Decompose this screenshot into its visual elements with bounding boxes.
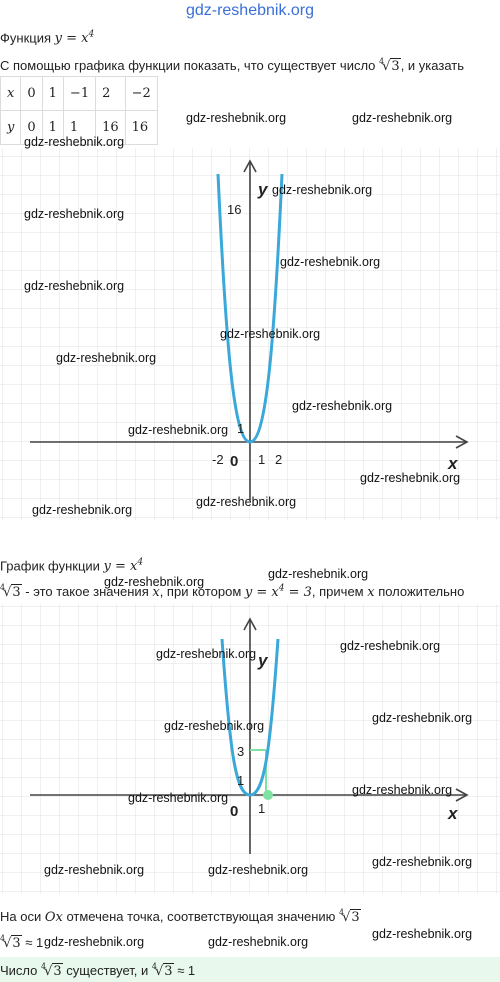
table-cell: 16	[124, 110, 158, 145]
watermark: gdz-reshebnik.org	[24, 207, 125, 221]
table-cell: −1	[62, 76, 97, 111]
watermark: gdz-reshebnik.org	[186, 111, 287, 125]
y-axis-arrow	[243, 159, 257, 173]
origin-label: 0	[230, 803, 238, 820]
watermark: gdz-reshebnik.org	[24, 135, 125, 149]
watermark: gdz-reshebnik.org	[268, 567, 369, 581]
table-cell: 2	[95, 76, 126, 111]
watermark: gdz-reshebnik.org	[220, 327, 321, 341]
watermark: gdz-reshebnik.org	[156, 647, 257, 661]
watermark: gdz-reshebnik.org	[352, 783, 453, 797]
table-header-x: x	[0, 76, 22, 111]
y-axis-arrow	[243, 617, 257, 631]
y-axis-label: y	[257, 651, 269, 670]
watermark: gdz-reshebnik.org	[24, 279, 125, 293]
watermark: gdz-reshebnik.org	[44, 935, 145, 949]
watermark: gdz-reshebnik.org	[128, 423, 229, 437]
y-axis-label: y	[257, 180, 269, 199]
answer-text: Число 4√3 существует, и 4√3 ≈ 1	[0, 962, 196, 979]
watermark: gdz-reshebnik.org	[56, 351, 157, 365]
x-axis-label: x	[447, 804, 459, 823]
x-axis-arrow	[455, 788, 469, 802]
watermark: gdz-reshebnik.org	[280, 255, 381, 269]
graph-2: x y 0 1 1 3	[0, 604, 500, 894]
y-tick-label: 16	[227, 202, 241, 217]
curve-x4	[216, 173, 284, 444]
watermark: gdz-reshebnik.org	[164, 719, 265, 733]
x-tick-label: 1	[258, 452, 265, 467]
watermark: gdz-reshebnik.org	[360, 471, 461, 485]
watermark: gdz-reshebnik.org	[340, 639, 441, 653]
x-tick-label: -2	[212, 452, 224, 467]
watermark: gdz-reshebnik.org	[272, 183, 373, 197]
section2-title: График функции y = x4	[0, 558, 144, 575]
table-cell: 0	[20, 76, 43, 111]
table-cell: 1	[62, 110, 97, 145]
x-tick-label: 2	[275, 452, 282, 467]
curve-x4	[220, 638, 280, 797]
watermark: gdz-reshebnik.org	[292, 399, 393, 413]
graph-1: x y -2 0 1 2 1 16	[0, 148, 500, 520]
table-row: x 0 1 −1 2 −2	[0, 76, 158, 111]
values-table: x 0 1 −1 2 −2 y 0 1 1 16 16	[0, 76, 158, 145]
approx-text: 4√3 ≈ 1	[0, 934, 44, 951]
definition-text: 4√3 - это такое значения x, при котором …	[0, 583, 465, 600]
x-tick-label: 1	[258, 801, 265, 816]
table-header-y: y	[0, 110, 22, 145]
watermark: gdz-reshebnik.org	[44, 863, 145, 877]
watermark: gdz-reshebnik.org	[372, 927, 473, 941]
watermark: gdz-reshebnik.org	[208, 863, 309, 877]
watermark: gdz-reshebnik.org	[372, 855, 473, 869]
x-axis-label: x	[447, 454, 459, 473]
watermark: gdz-reshebnik.org	[128, 791, 229, 805]
table-cell: 1	[41, 76, 64, 111]
axis-point-text: На оси Ox отмечена точка, соответствующа…	[0, 908, 361, 925]
function-title: Функция y = x4	[0, 30, 95, 47]
table-cell: −2	[124, 76, 158, 111]
table-row: y 0 1 1 16 16	[0, 110, 158, 145]
y-tick-label: 3	[237, 744, 244, 759]
watermark: gdz-reshebnik.org	[32, 503, 133, 517]
y-tick-label: 1	[237, 773, 244, 788]
watermark: gdz-reshebnik.org	[208, 935, 309, 949]
watermark: gdz-reshebnik.org	[104, 575, 205, 589]
watermark: gdz-reshebnik.org	[196, 495, 297, 509]
site-header[interactable]: gdz-reshebnik.org	[185, 2, 315, 19]
answer-box	[0, 957, 500, 982]
cube-root-point	[263, 790, 273, 800]
table-cell: 16	[95, 110, 126, 145]
watermark: gdz-reshebnik.org	[372, 711, 473, 725]
origin-label: 0	[230, 453, 238, 470]
watermark: gdz-reshebnik.org	[352, 111, 453, 125]
table-cell: 1	[41, 110, 64, 145]
task-text: С помощью графика функции показать, что …	[0, 57, 464, 74]
y-tick-label: 1	[237, 421, 244, 436]
x-axis-arrow	[455, 435, 469, 449]
